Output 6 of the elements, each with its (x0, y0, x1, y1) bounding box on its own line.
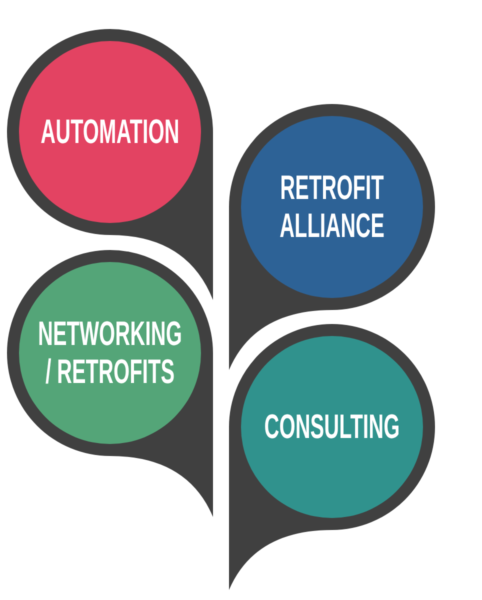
bubble-label: NETWORKING / RETROFITS (37, 315, 183, 391)
bubble-label: CONSULTING (263, 408, 401, 446)
bubble-label: AUTOMATION (40, 113, 180, 151)
teardrop-bubble (7, 250, 213, 517)
teardrop-bubble (229, 324, 435, 590)
bubble-label: RETROFIT ALLIANCE (278, 169, 386, 245)
